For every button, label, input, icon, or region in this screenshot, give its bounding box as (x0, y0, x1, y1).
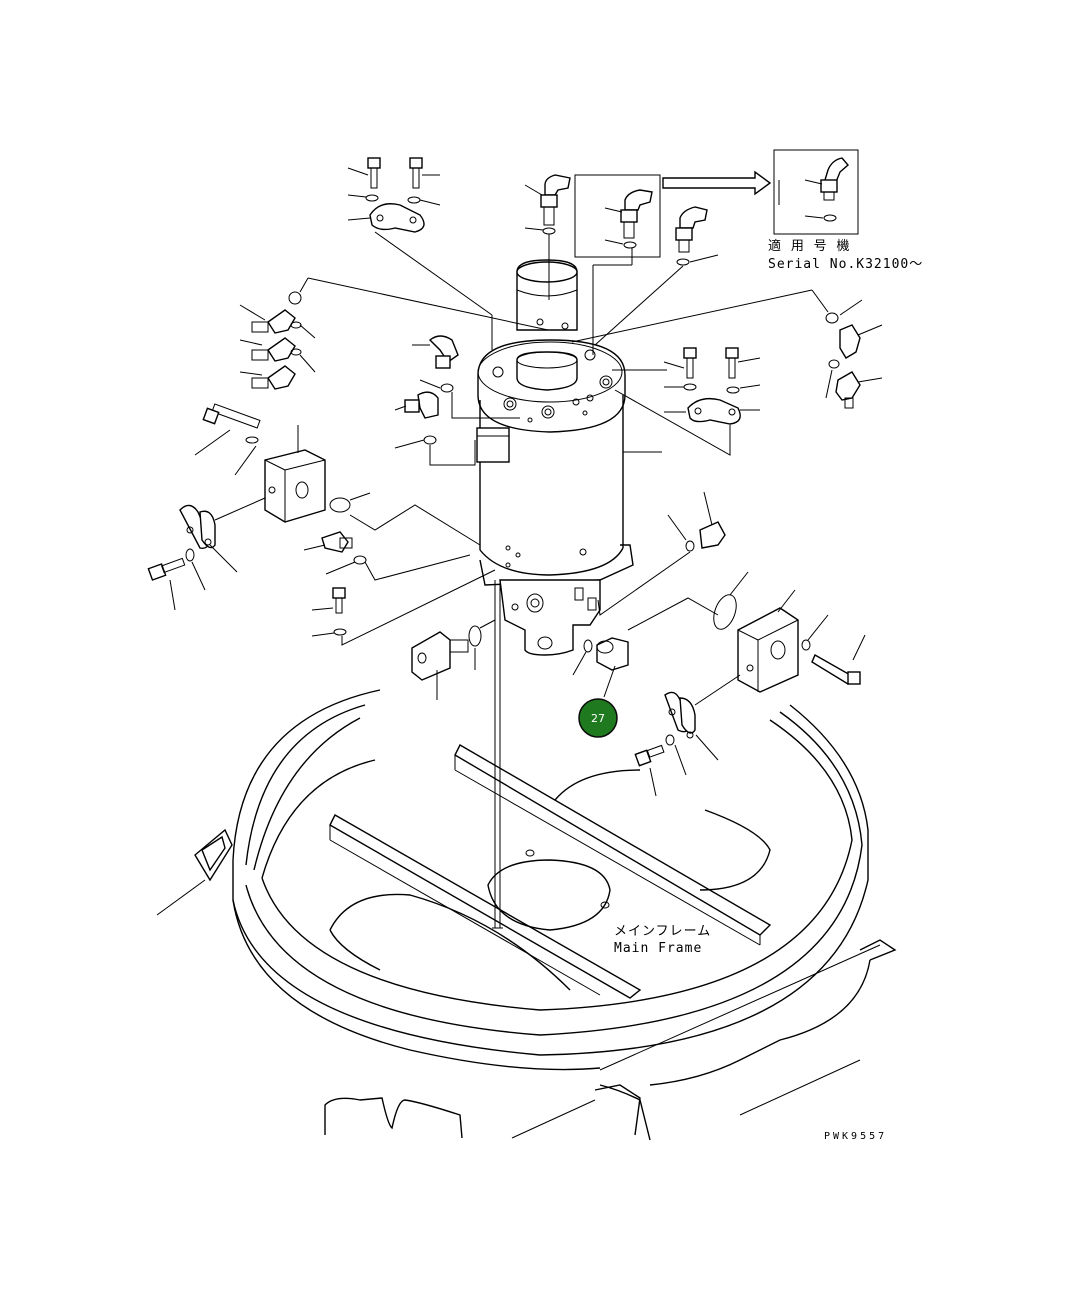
callout-circle[interactable] (578, 698, 618, 738)
swivel-joint (476, 259, 634, 656)
main-frame-label-en: Main Frame (614, 941, 702, 956)
drawing-code: PWK9557 (824, 1131, 887, 1142)
tee-fitting (411, 619, 496, 700)
callout-27[interactable]: 27 (578, 698, 618, 738)
left-valve-block (147, 403, 326, 611)
callout-leader (603, 665, 616, 698)
main-frame (156, 689, 897, 1141)
callout-number: 27 (591, 712, 605, 725)
serial-note-jp: 適 用 号 機 (768, 238, 850, 254)
main-frame-label-jp: メインフレーム (614, 924, 711, 939)
right-valve-block (634, 589, 866, 797)
right-fittings (572, 491, 749, 676)
upper-fittings (239, 149, 883, 466)
serial-note-en: Serial No.K32100～ (768, 257, 923, 272)
small-fittings-left (303, 492, 496, 646)
